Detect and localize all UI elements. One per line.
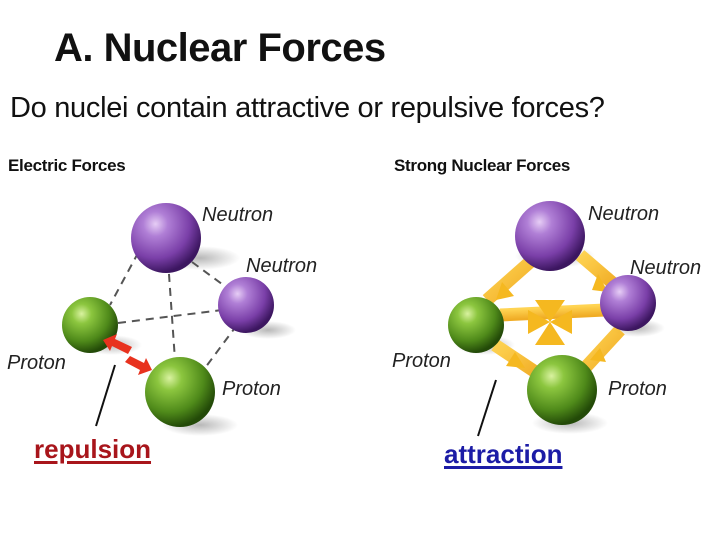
- neutron-sphere-right: [600, 275, 656, 331]
- attraction-bonds: [482, 250, 625, 381]
- neutron-sphere-right: [218, 277, 274, 333]
- neutron-label-top: Neutron: [202, 204, 274, 226]
- repulsion-arrows-icon: [103, 334, 152, 375]
- repulsion-callout: repulsion: [34, 434, 152, 464]
- proton-label-bottom: Proton: [222, 378, 281, 400]
- neutron-sphere-top: [131, 203, 201, 273]
- attraction-callout: attraction: [444, 439, 563, 469]
- proton-sphere-bottom: [145, 357, 215, 427]
- neutron-label-right: Neutron: [246, 255, 318, 277]
- strong-forces-heading: Strong Nuclear Forces: [394, 156, 571, 175]
- electric-forces-heading: Electric Forces: [8, 156, 126, 175]
- slide-title: A. Nuclear Forces: [54, 26, 386, 70]
- dashed-bonds: [109, 239, 238, 369]
- proton-label-left: Proton: [392, 350, 451, 372]
- neutron-label-right: Neutron: [630, 257, 702, 279]
- attraction-pointer-line: [477, 379, 497, 437]
- proton-sphere-left: [448, 297, 504, 353]
- repulsion-pointer-line: [95, 364, 116, 427]
- strong-forces-diagram: [448, 201, 665, 437]
- proton-sphere-bottom: [527, 355, 597, 425]
- neutron-label-top: Neutron: [588, 203, 660, 225]
- proton-label-bottom: Proton: [608, 378, 667, 400]
- neutron-sphere-top: [515, 201, 585, 271]
- slide-question: Do nuclei contain attractive or repulsiv…: [10, 92, 605, 124]
- electric-forces-diagram: [62, 203, 296, 436]
- attraction-arrows-icon: [496, 274, 608, 368]
- proton-label-left: Proton: [7, 352, 66, 374]
- proton-sphere-left: [62, 297, 118, 353]
